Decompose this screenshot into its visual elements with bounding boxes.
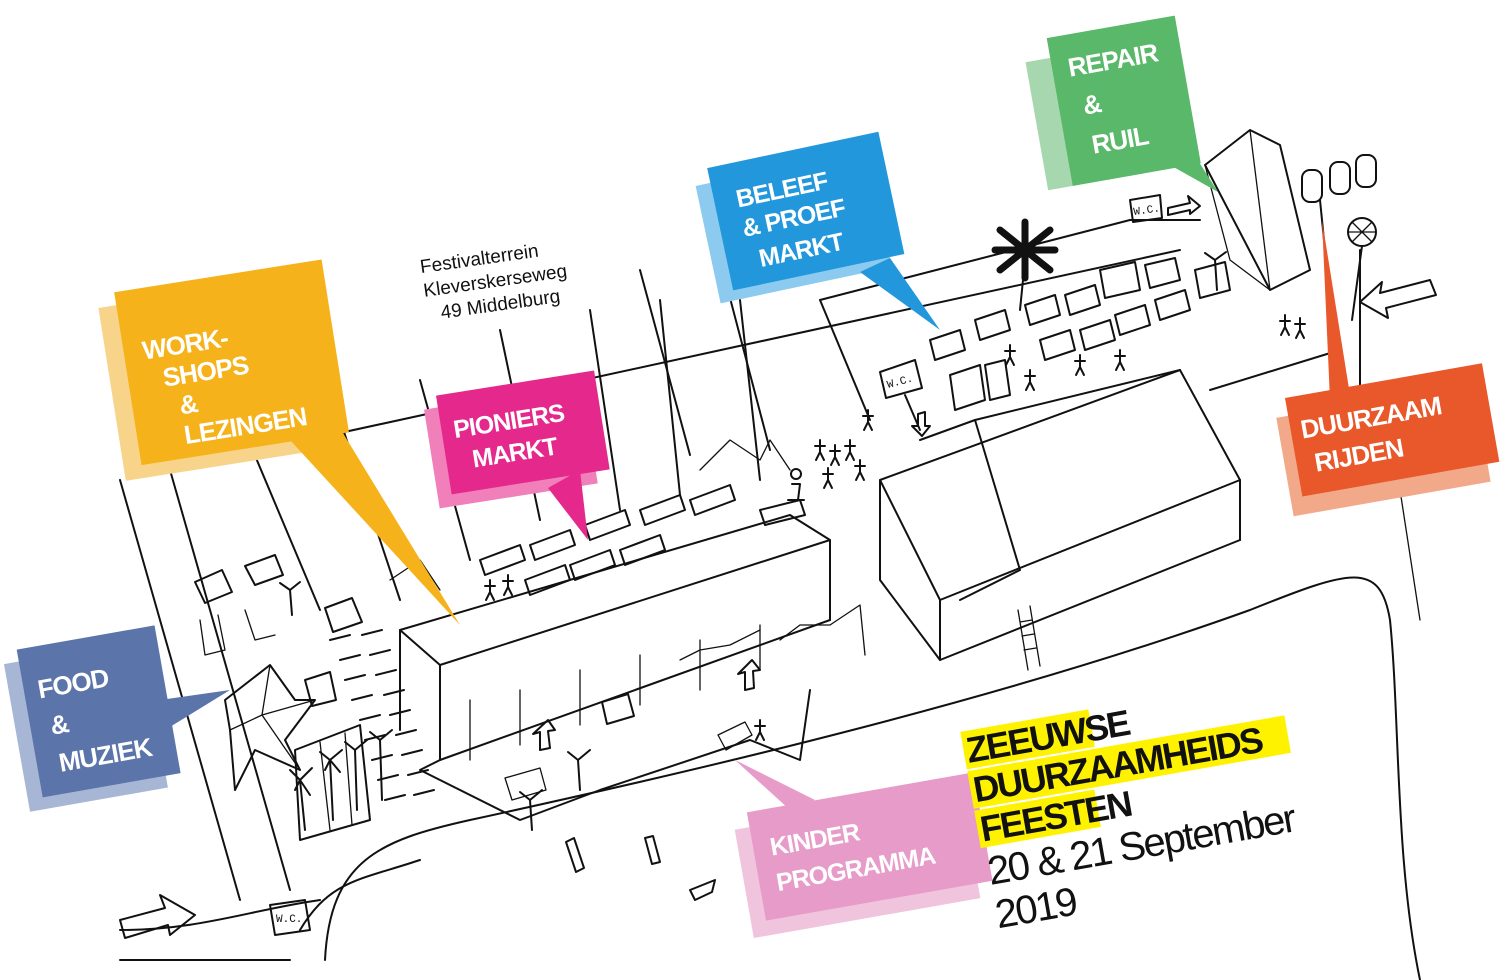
wc-label: W.C. <box>1133 203 1161 219</box>
event-title-block: ZEEUWSE DUURZAAMHEIDS FEESTEN 20 & 21 Se… <box>960 702 1300 937</box>
zone-beleef-proef-markt[interactable]: BELEEF & PROEF MARKT <box>693 131 940 330</box>
car-icon <box>1301 154 1377 203</box>
windmill-icon <box>991 218 1059 311</box>
zone-pioniers-markt[interactable]: PIONIERS MARKT <box>422 370 611 540</box>
title-highlight <box>967 715 1291 809</box>
zone-duurzaam-rijden[interactable]: DUURZAAM RIJDEN <box>1273 220 1502 517</box>
address-block: Festivalterrein Kleverskerseweg 49 Midde… <box>419 241 569 324</box>
wc-sign-icon <box>1129 194 1163 223</box>
canoe-icon <box>565 835 716 901</box>
callout-pointer <box>860 258 940 330</box>
entrance-arrow-icon <box>119 894 196 939</box>
zone-workshops[interactable]: WORK- SHOPS & LEZINGEN <box>96 259 460 625</box>
title-highlight <box>974 789 1101 849</box>
callout-pointer <box>548 470 588 540</box>
callout-pointer <box>1322 220 1350 400</box>
info-icon <box>787 468 805 501</box>
food-truck-icon <box>194 554 635 725</box>
wc-sign-icon <box>269 899 311 936</box>
market-stalls <box>479 484 806 596</box>
zone-repair-ruil[interactable]: REPAIR & RUIL <box>1022 15 1218 192</box>
tent-icon <box>224 664 316 791</box>
zone-kinder-programma[interactable]: KINDER PROGRAMMA <box>732 760 995 939</box>
zone-label: & <box>177 388 199 420</box>
wc-sign-icon <box>879 359 923 431</box>
zone-label: & <box>48 708 71 741</box>
palm-tree-icon <box>279 251 1227 831</box>
terrain-sketch: W.C. W.C. W.C. <box>119 129 1437 980</box>
market-stalls <box>929 257 1231 411</box>
entrance-arrow-icon <box>1359 279 1437 319</box>
bench-grid <box>329 629 435 801</box>
wc-label: W.C. <box>276 914 302 926</box>
title-highlight <box>960 709 1095 770</box>
turbine-icon <box>1347 217 1377 321</box>
callout-pointer <box>160 690 230 730</box>
entrance-arrow-icon <box>532 719 556 751</box>
zone-food-muziek[interactable]: FOOD & MUZIEK <box>2 625 230 812</box>
callout-pointer <box>735 760 815 810</box>
callout-pointer <box>1170 140 1218 192</box>
wc-label: W.C. <box>886 373 915 391</box>
callout-pointer <box>290 420 460 625</box>
person-icon <box>484 314 1306 741</box>
zone-label: & <box>1080 88 1103 121</box>
